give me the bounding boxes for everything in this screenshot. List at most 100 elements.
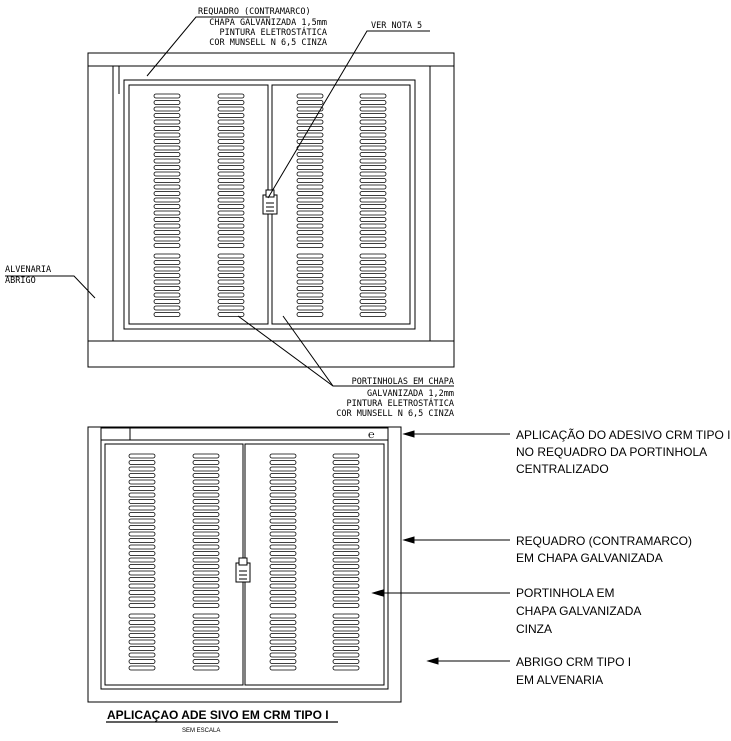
top-leader-lines: [5, 16, 454, 387]
louver-slot: [296, 273, 324, 278]
bottom-door-frame: [100, 439, 389, 690]
louver-slot: [153, 260, 181, 265]
louver-slot: [359, 132, 387, 138]
louver-slot: [332, 659, 360, 664]
louver-slot: [192, 557, 220, 563]
louver-slot: [359, 230, 387, 235]
louver-slot: [192, 499, 220, 504]
louver-slot: [359, 165, 387, 170]
louver-slot: [359, 139, 387, 144]
louver-slot: [296, 286, 324, 291]
louver-slot: [359, 236, 387, 242]
louver-slot: [192, 551, 220, 556]
louver-slot: [359, 197, 387, 203]
louver-slot: [296, 292, 324, 298]
louver-slot: [359, 171, 387, 177]
louver-slot: [153, 279, 181, 285]
callout-frame: REQUADRO (CONTRAMARCO) EM CHAPA GALVANIZ…: [516, 534, 692, 565]
louver-slot: [269, 613, 297, 619]
louver-slot: [128, 466, 156, 472]
louver-slot: [359, 243, 387, 248]
louver-slot: [153, 273, 181, 278]
callout-adhesive-line-1: APLICAÇÃO DO ADESIVO CRM TIPO I: [516, 428, 731, 442]
louver-slot: [269, 492, 297, 498]
louver-slot: [153, 152, 181, 157]
louver-slot: [153, 145, 181, 151]
louver-slot: [192, 460, 220, 465]
louver-slot: [332, 590, 360, 595]
louver-slot: [296, 100, 324, 105]
louver-slot: [269, 639, 297, 645]
doors-label-line-4: COR MUNSELL N 6,5 CINZA: [336, 409, 454, 419]
louver-slot: [296, 93, 324, 99]
louver-slot: [359, 126, 387, 131]
louver-slot: [332, 583, 360, 589]
louver-slot: [332, 518, 360, 524]
top-door-right: [271, 84, 411, 325]
louver-slot: [296, 299, 324, 304]
louver-slot: [359, 312, 387, 317]
louver-slot: [217, 139, 245, 144]
louver-slot: [296, 312, 324, 317]
louver-slot: [296, 113, 324, 118]
callout-shelter-line-2: EM ALVENARIA: [516, 673, 603, 687]
louver-slot: [296, 191, 324, 196]
louver-slot: [332, 492, 360, 498]
louver-slot: [332, 551, 360, 556]
louver-slot: [192, 531, 220, 537]
wall-label: ALVENARIA ABRIGO: [5, 265, 51, 286]
louver-slot: [269, 564, 297, 569]
top-outer-frame: [87, 52, 455, 368]
louver-slot: [192, 486, 220, 491]
bottom-door-left: [104, 443, 244, 686]
louver-slot: [217, 217, 245, 222]
louver-slot: [269, 577, 297, 582]
louver-slot: [269, 626, 297, 632]
louver-slot: [128, 583, 156, 589]
louver-slot: [128, 626, 156, 632]
louver-slot: [128, 646, 156, 651]
louver-slot: [359, 210, 387, 216]
louver-slot: [359, 305, 387, 311]
louver-slot: [153, 312, 181, 317]
louver-slot: [128, 538, 156, 543]
louver-slot: [192, 652, 220, 658]
louver-slot: [217, 210, 245, 216]
louver-slot: [359, 119, 387, 125]
louver-slot: [296, 165, 324, 170]
louver-slot: [153, 119, 181, 125]
louver-slot: [217, 243, 245, 248]
louver-slot: [192, 603, 220, 608]
louver-slot: [153, 113, 181, 118]
louver-slot: [296, 132, 324, 138]
louver-slot: [217, 152, 245, 157]
louver-slot: [153, 243, 181, 248]
louver-slot: [217, 191, 245, 196]
top-shelter-drawing: [87, 52, 455, 368]
louver-slot: [217, 312, 245, 317]
louver-slot: [153, 184, 181, 190]
louver-slot: [192, 633, 220, 638]
louver-slot: [128, 652, 156, 658]
louver-slot: [359, 260, 387, 265]
louver-slot: [192, 473, 220, 478]
louver-slot: [269, 583, 297, 589]
louver-slot: [153, 217, 181, 222]
louver-slot: [269, 518, 297, 524]
louver-slot: [153, 132, 181, 138]
louver-slot: [269, 551, 297, 556]
louver-slot: [332, 466, 360, 472]
louver-slot: [359, 266, 387, 272]
louver-slot: [192, 538, 220, 543]
louver-slot: [192, 646, 220, 651]
louver-slot: [128, 590, 156, 595]
louver-slot: [128, 505, 156, 511]
louver-slot: [217, 286, 245, 291]
louver-slot: [217, 223, 245, 229]
louver-slot: [217, 230, 245, 235]
louver-slot: [192, 505, 220, 511]
louver-slot: [332, 665, 360, 671]
louver-slot: [296, 279, 324, 285]
louver-slot: [296, 236, 324, 242]
louver-slot: [128, 665, 156, 671]
